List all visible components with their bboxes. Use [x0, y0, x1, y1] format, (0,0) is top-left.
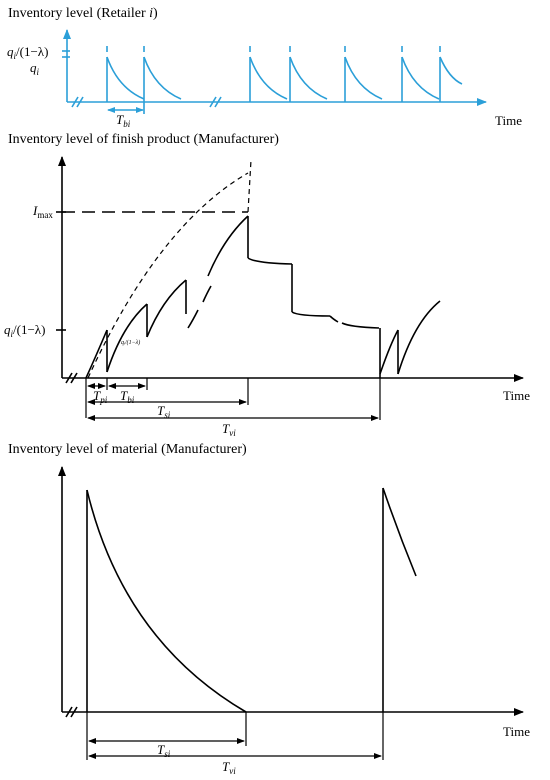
material-inventory-curve	[86, 487, 417, 713]
tpi-label: Tpi	[93, 388, 108, 405]
envelope-vertical-dashed	[247, 159, 252, 213]
product-time-label: Time	[503, 388, 530, 403]
retailer-panel: Inventory level (Retailer i)	[7, 6, 522, 129]
product-axis-break	[65, 372, 78, 384]
material-title: Inventory level of material (Manufacture…	[8, 442, 247, 457]
material-axis-break	[65, 706, 78, 718]
product-tsi-label: Tsi	[157, 403, 171, 420]
retailer-axis-break-1	[71, 96, 84, 108]
retailer-cycles	[106, 46, 463, 102]
retailer-ql-label: qi/(1−λ)	[7, 44, 48, 61]
product-tbi-label: Tbi	[120, 388, 135, 405]
retailer-q-label: qi	[30, 60, 40, 77]
finished-product-title: Inventory level of finish product (Manuf…	[8, 132, 279, 147]
retailer-title: Inventory level (Retailer i)	[8, 6, 158, 21]
material-tvi-label: Tvi	[222, 759, 236, 776]
material-time-label: Time	[503, 724, 530, 739]
material-tsi-label: Tsi	[157, 742, 171, 759]
finished-product-panel: Inventory level of finish product (Manuf…	[4, 132, 530, 438]
small-ql-label: qᵢ/(1−λ)	[121, 339, 140, 346]
retailer-time-label: Time	[495, 113, 522, 128]
retailer-axis-break-2	[209, 96, 222, 108]
production-envelope-curve	[87, 172, 249, 379]
product-tvi-label: Tvi	[222, 421, 236, 438]
material-panel: Inventory level of material (Manufacture…	[8, 442, 530, 776]
product-inventory-curve	[85, 215, 441, 379]
imax-label: Imax	[32, 203, 53, 220]
product-ql-label: qi/(1−λ)	[4, 322, 45, 339]
retailer-tbi-label: Tbi	[116, 112, 131, 129]
